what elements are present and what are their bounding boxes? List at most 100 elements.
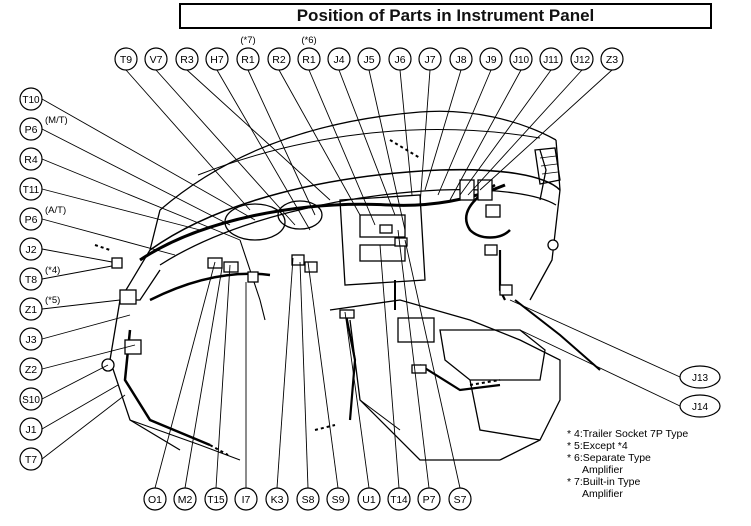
leader-line: [459, 69, 552, 196]
leader-line: [467, 69, 583, 196]
leader-line: [41, 218, 176, 256]
title-text: Position of Parts in Instrument Panel: [296, 6, 595, 25]
callout-circle: [205, 47, 229, 71]
callout-u1: U1: [357, 487, 381, 511]
callout-circle: [600, 47, 624, 71]
leader-line: [509, 299, 681, 378]
callout-code: Z1: [25, 304, 37, 316]
leader-line: [154, 261, 216, 489]
callout-code: T15: [207, 495, 225, 506]
leader-line: [404, 239, 461, 489]
callout-z3: Z3: [600, 47, 624, 71]
callout-t9: T9: [114, 47, 138, 71]
callout-p6: P6: [19, 117, 43, 141]
leader-line: [41, 128, 231, 226]
footnote-line: Amplifier: [582, 488, 623, 500]
leader-line: [308, 69, 376, 226]
callout-code: J9: [485, 54, 496, 66]
callout-code: J7: [424, 54, 435, 66]
callout-code: T7: [25, 454, 37, 466]
callout-circle: [387, 487, 411, 511]
callout-note: (*7): [240, 35, 255, 46]
callout-code: V7: [150, 54, 163, 66]
callout-r2: R2: [267, 47, 291, 71]
callout-code: S9: [332, 494, 345, 506]
callout-circle: [144, 47, 168, 71]
callout-code: J6: [394, 54, 405, 66]
callout-t10: T10: [19, 87, 43, 111]
callout-code: S7: [454, 494, 467, 506]
callout-j14: J14: [679, 394, 721, 418]
callout-o1: O1: [143, 487, 167, 511]
callout-code: J5: [363, 54, 374, 66]
callout-circle: [173, 487, 197, 511]
callout-j13: J13: [679, 365, 721, 389]
footnote-line: * 5:Except *4: [567, 440, 628, 452]
callout-code: J2: [25, 244, 36, 256]
callout-code: K3: [271, 494, 284, 506]
leader-line: [419, 69, 431, 206]
leader-line: [41, 384, 119, 430]
leader-line: [215, 264, 231, 489]
callout-code: P6: [25, 124, 38, 136]
leader-line: [41, 265, 113, 280]
callout-code: T14: [390, 495, 408, 506]
callout-code: R3: [180, 54, 194, 66]
callout-code: J1: [25, 424, 36, 436]
leader-line: [41, 344, 136, 370]
callout-t15: T15: [204, 487, 228, 511]
callout-code: I7: [242, 494, 251, 506]
callout-r1: R1: [236, 47, 260, 71]
callout-circle: [388, 47, 412, 71]
callout-note: (*4): [45, 265, 60, 276]
callout-s9: S9: [326, 487, 350, 511]
callout-code: T9: [120, 54, 132, 66]
leader-line: [479, 69, 613, 191]
callout-k3: K3: [265, 487, 289, 511]
leader-line: [186, 69, 331, 201]
callout-circle: [449, 47, 473, 71]
callout-circle: [679, 365, 721, 389]
leader-line: [155, 69, 296, 226]
callout-j7: J7: [418, 47, 442, 71]
callout-circle: [479, 47, 503, 71]
callout-note: (M/T): [45, 115, 68, 126]
callout-z2: Z2: [19, 357, 43, 381]
callout-note: (A/T): [45, 205, 66, 216]
leader-line: [125, 69, 251, 211]
leader-line: [278, 69, 361, 216]
callout-code: J11: [543, 55, 559, 66]
callout-code: J13: [692, 373, 709, 384]
callout-circle: [357, 47, 381, 71]
callout-code: J10: [513, 55, 530, 66]
footnote-line: * 6:Separate Type: [567, 452, 651, 464]
leader-line: [41, 188, 201, 231]
leader-line: [379, 244, 400, 489]
callout-s7: S7: [448, 487, 472, 511]
callout-circle: [19, 207, 43, 231]
callout-j2: J2: [19, 237, 43, 261]
callout-code: Z3: [606, 54, 618, 66]
leader-line: [299, 261, 309, 489]
callout-circle: [204, 487, 228, 511]
callout-h7: H7: [205, 47, 229, 71]
callout-circle: [19, 117, 43, 141]
callout-circle: [539, 47, 563, 71]
callout-j6: J6: [388, 47, 412, 71]
callout-j12: J12: [570, 47, 594, 71]
leader-line: [41, 314, 131, 340]
callout-note: (*5): [45, 295, 60, 306]
callout-circle: [19, 387, 43, 411]
dashboard-drawing: [94, 110, 601, 461]
callout-circle: [448, 487, 472, 511]
callout-circle: [19, 267, 43, 291]
callout-m2: M2: [173, 487, 197, 511]
leader-line: [184, 267, 223, 489]
leader-line: [437, 69, 492, 196]
leader-line: [41, 248, 113, 263]
callout-s10: S10: [19, 387, 43, 411]
callout-code: R1: [302, 54, 316, 66]
callout-circle: [296, 487, 320, 511]
